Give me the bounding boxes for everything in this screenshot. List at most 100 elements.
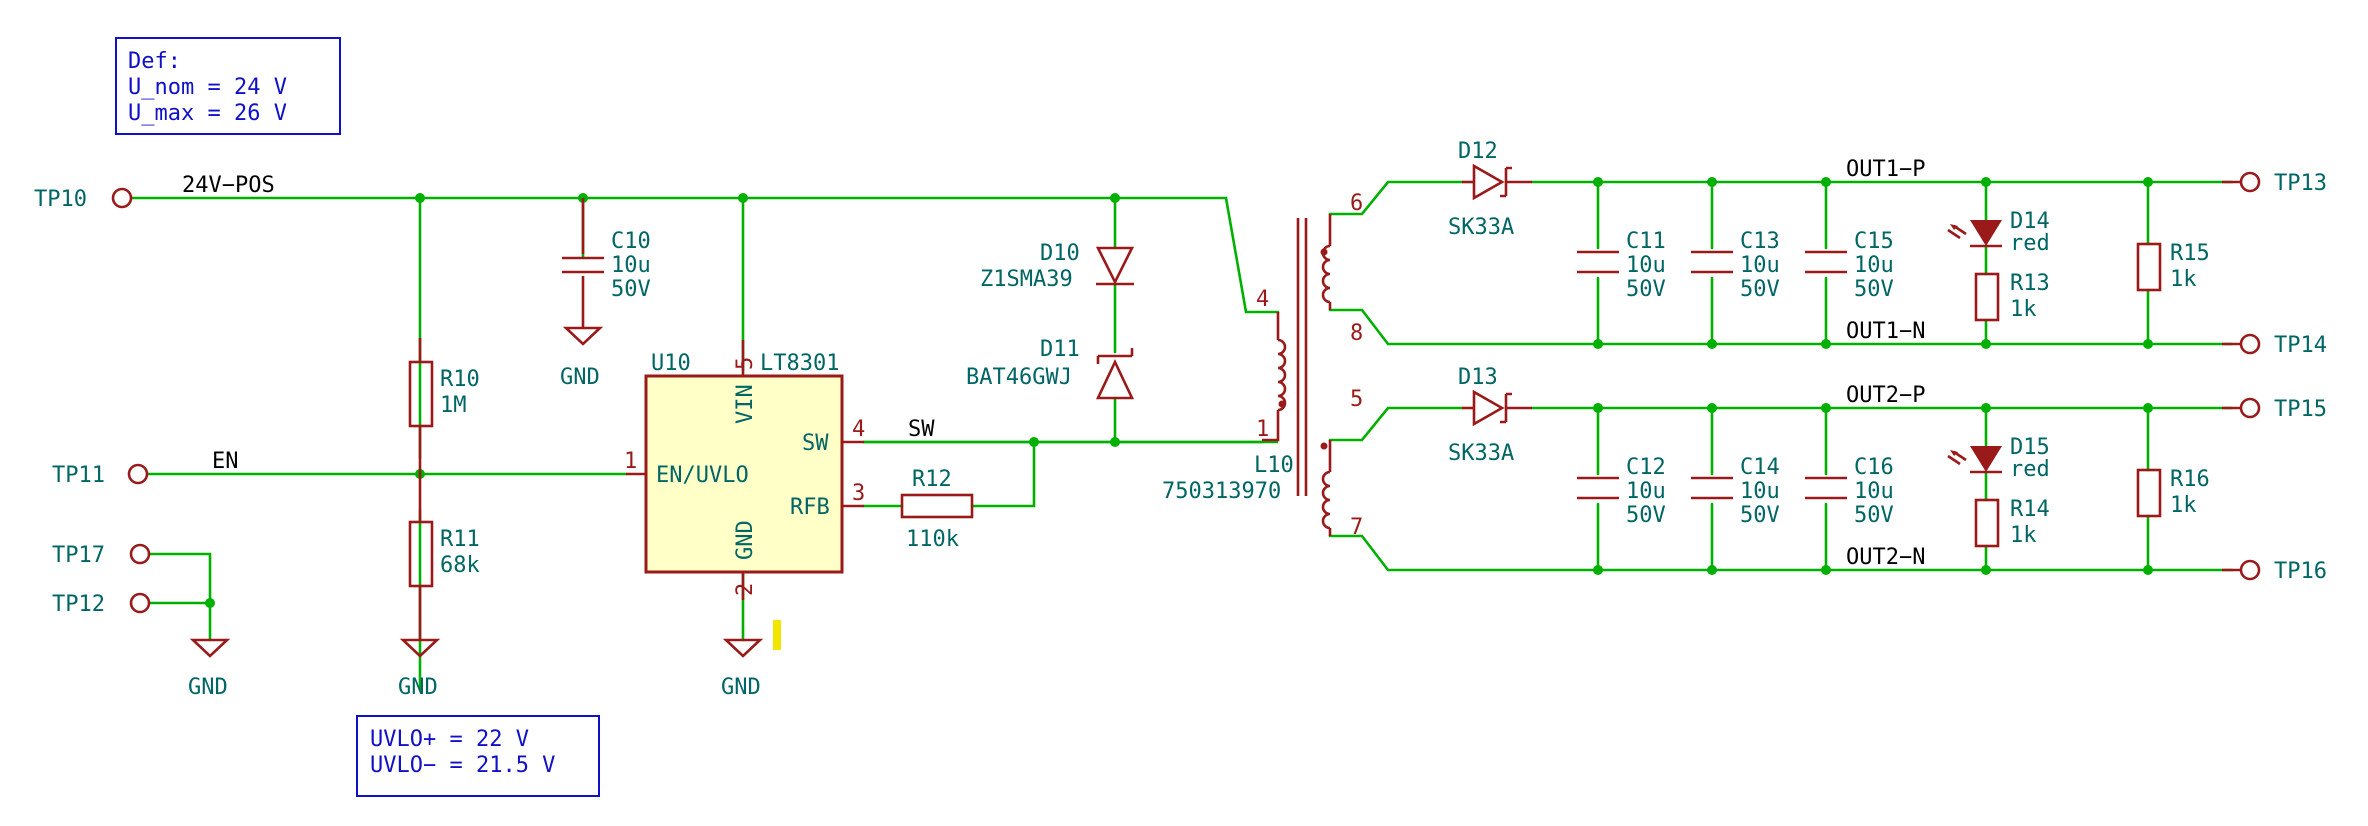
net-label-en: EN (212, 449, 239, 474)
resistor-r16: R16 1k (2136, 467, 2210, 518)
l10-value: 750313970 (1162, 479, 1281, 504)
net-label-sw: SW (908, 417, 935, 442)
r12-ref: R12 (912, 467, 952, 492)
testpoint-tp17: TP17 (52, 543, 151, 568)
c15-voltage: 50V (1854, 277, 1894, 302)
uvlo-note-line-1: UVLO+ = 22 V (370, 727, 529, 752)
u10-pin-rfb: RFB (790, 495, 830, 520)
l10-pin-1: 1 (1256, 417, 1269, 442)
gnd-label: GND (560, 365, 600, 390)
r14-value: 1k (2010, 523, 2037, 548)
r13-value: 1k (2010, 297, 2037, 322)
r12-value: 110k (906, 527, 959, 552)
tp17-label: TP17 (52, 543, 105, 568)
c10-voltage: 50V (611, 277, 651, 302)
tp13-label: TP13 (2274, 171, 2327, 196)
u10-pin-number-rfb: 3 (852, 481, 865, 506)
r10-ref: R10 (440, 367, 480, 392)
wires (130, 180, 2234, 692)
r15-value: 1k (2170, 267, 2197, 292)
capacitor-c11: C11 10u 50V (1577, 229, 1666, 302)
c11-value: 10u (1626, 253, 1666, 278)
d10-ref: D10 (1040, 241, 1080, 266)
testpoint-tp13: TP13 (2222, 171, 2327, 196)
net-label-24v-pos: 24V−POS (182, 173, 275, 198)
ic-u10-lt8301: U10 LT8301 VIN EN/UVLO SW RFB GND 5 1 4 … (624, 340, 865, 600)
r10-value: 1M (440, 393, 467, 418)
l10-pin-4: 4 (1256, 287, 1269, 312)
c15-ref: C15 (1854, 229, 1894, 254)
junctions (205, 177, 2153, 608)
gnd-label: GND (188, 675, 228, 700)
gnd-label: GND (398, 675, 438, 700)
net-label-out2-p: OUT2−P (1846, 383, 1925, 408)
u10-pin-vin: VIN (733, 384, 758, 424)
led-d15: D15 red (1947, 435, 2050, 482)
capacitor-c14: C14 10u 50V (1691, 455, 1780, 528)
d15-ref: D15 (2010, 435, 2050, 460)
c11-voltage: 50V (1626, 277, 1666, 302)
capacitor-c13: C13 10u 50V (1691, 229, 1780, 302)
c12-voltage: 50V (1626, 503, 1666, 528)
d10-value: Z1SMA39 (980, 267, 1073, 292)
c15-value: 10u (1854, 253, 1894, 278)
resistor-r11: R11 68k (408, 474, 480, 620)
gnd-symbol-tp: GND (188, 638, 231, 700)
c10-ref: C10 (611, 229, 651, 254)
net-label-out2-n: OUT2−N (1846, 545, 1925, 570)
d14-ref: D14 (2010, 209, 2050, 234)
def-note-line-2: U_nom = 24 V (128, 75, 287, 100)
u10-pin-number-vin: 5 (733, 357, 758, 370)
resistor-r14: R14 1k (1974, 497, 2050, 548)
schottky-diode-d13: D13 SK33A (1448, 365, 1532, 466)
def-note: Def: U_nom = 24 V U_max = 26 V (115, 37, 341, 135)
capacitor-c15: C15 10u 50V (1805, 229, 1894, 302)
tp15-label: TP15 (2274, 397, 2327, 422)
c16-voltage: 50V (1854, 503, 1894, 528)
schottky-diode-d11: D11 BAT46GWJ (966, 337, 1135, 400)
u10-value: LT8301 (760, 351, 839, 376)
u10-pin-en-uvlo: EN/UVLO (656, 463, 749, 488)
c16-ref: C16 (1854, 455, 1894, 480)
d13-value: SK33A (1448, 441, 1514, 466)
capacitor-c12: C12 10u 50V (1577, 455, 1666, 528)
r11-value: 68k (440, 553, 480, 578)
c14-ref: C14 (1740, 455, 1780, 480)
l10-pin-8: 8 (1350, 321, 1363, 346)
led-d14: D14 red (1947, 209, 2050, 256)
gnd-symbol-u10: GND (721, 638, 764, 700)
l10-pin-6: 6 (1350, 191, 1363, 216)
c13-voltage: 50V (1740, 277, 1780, 302)
d12-value: SK33A (1448, 215, 1514, 240)
resistor-r12: R12 110k (900, 467, 974, 552)
testpoint-tp12: TP12 (52, 592, 151, 617)
highlight-marker (773, 620, 781, 650)
d11-ref: D11 (1040, 337, 1080, 362)
c16-value: 10u (1854, 479, 1894, 504)
d11-value: BAT46GWJ (966, 365, 1072, 390)
gnd-label: GND (721, 675, 761, 700)
testpoint-tp15: TP15 (2222, 397, 2327, 422)
resistor-r15: R15 1k (2136, 241, 2210, 292)
d15-color: red (2010, 457, 2050, 482)
l10-pin-7: 7 (1350, 515, 1363, 540)
r16-ref: R16 (2170, 467, 2210, 492)
testpoint-tp16: TP16 (2222, 559, 2327, 584)
testpoint-circle (111, 187, 133, 209)
l10-ref: L10 (1254, 453, 1294, 478)
def-note-line-3: U_max = 26 V (128, 101, 287, 126)
r16-value: 1k (2170, 493, 2197, 518)
resistor-r13: R13 1k (1974, 271, 2050, 322)
testpoint-tp11: TP11 (52, 463, 149, 488)
c12-value: 10u (1626, 479, 1666, 504)
r11-ref: R11 (440, 527, 480, 552)
uvlo-note-line-2: UVLO− = 21.5 V (370, 753, 555, 778)
c13-ref: C13 (1740, 229, 1780, 254)
uvlo-note: UVLO+ = 22 V UVLO− = 21.5 V (356, 715, 600, 797)
capacitor-c10: C10 10u 50V (562, 198, 651, 310)
gnd-symbol-r11: GND (398, 620, 441, 700)
c10-value: 10u (611, 253, 651, 278)
gnd-symbol-c10: GND (560, 310, 604, 390)
schottky-diode-d12: D12 SK33A (1448, 139, 1532, 240)
u10-ref: U10 (651, 351, 691, 376)
